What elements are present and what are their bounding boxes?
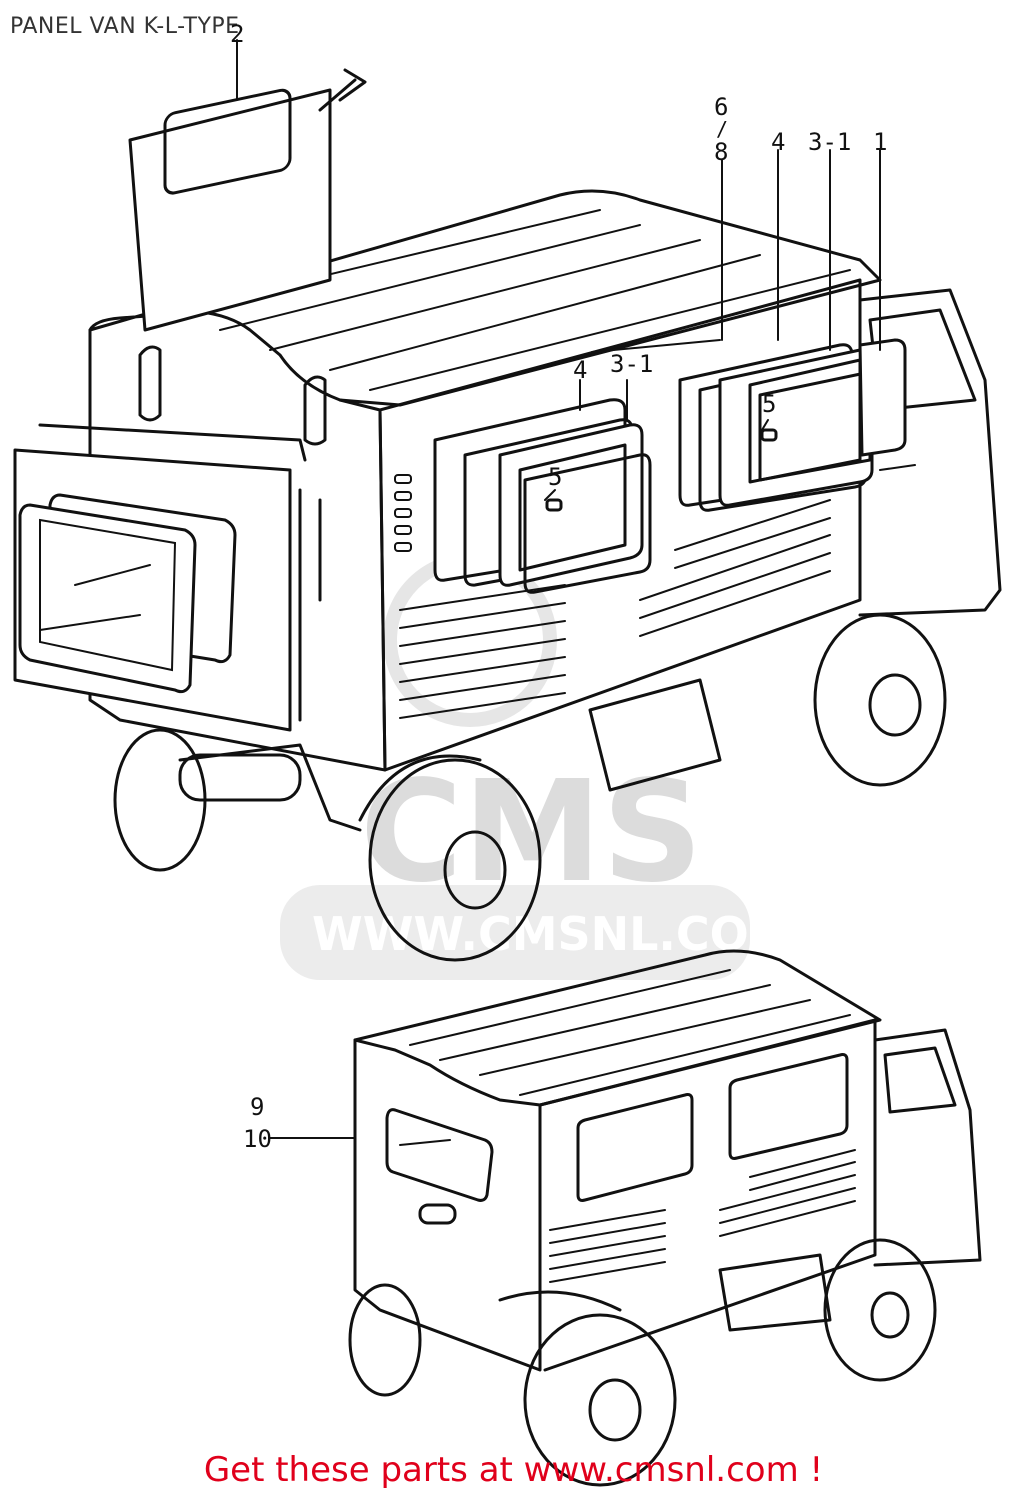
callout-5-left: 5 bbox=[548, 463, 562, 491]
callout-4-top: 4 bbox=[771, 128, 785, 156]
callout-3-1-mid: 3-1 bbox=[610, 350, 653, 378]
van-exploded-view bbox=[13, 68, 1002, 962]
parts-link-banner[interactable]: Get these parts at www.cmsnl.com ! bbox=[203, 1450, 824, 1490]
callout-leaders-top bbox=[236, 39, 881, 501]
van-assembled-view bbox=[348, 949, 982, 1487]
watermark-logo-text: CMS bbox=[360, 751, 703, 914]
callout-9: 9 bbox=[250, 1093, 264, 1121]
callout-4-mid: 4 bbox=[573, 356, 587, 384]
callout-5-right: 5 bbox=[762, 390, 776, 418]
callout-6: 6 bbox=[714, 93, 728, 121]
callout-slash: / bbox=[716, 117, 728, 141]
callout-1: 1 bbox=[873, 128, 887, 156]
callout-10: 10 bbox=[243, 1125, 272, 1153]
callout-8: 8 bbox=[714, 138, 728, 166]
watermark-logo: CMS WWW.CMSNL.COM bbox=[280, 553, 795, 980]
page-title: PANEL VAN K-L-TYPE bbox=[10, 14, 240, 39]
callout-2: 2 bbox=[230, 20, 244, 48]
callout-3-1-top: 3-1 bbox=[808, 128, 851, 156]
